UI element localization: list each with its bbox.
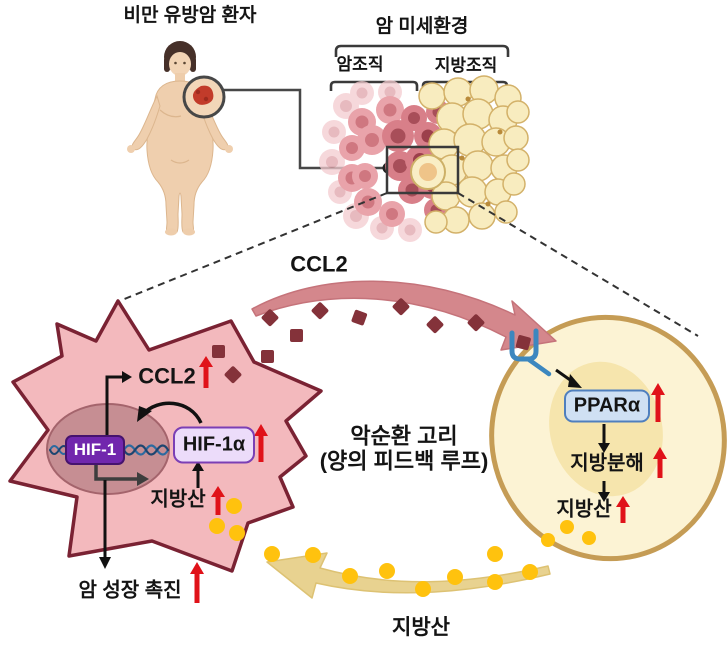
ccl2-transfer-label: CCL2 xyxy=(290,251,348,277)
fatty-acid-transfer-label: 지방산 xyxy=(392,615,450,639)
fatty-acid-transfer-arrow xyxy=(266,552,551,599)
vicious-cycle-label: 악순환 고리 (양의 피드백 루프) xyxy=(320,424,489,475)
vicious-cycle-line1: 악순환 고리 xyxy=(350,423,458,449)
increase-arrow-growth xyxy=(190,562,204,603)
tme-bracket-tumor xyxy=(329,80,419,91)
dashed-line-right xyxy=(457,192,699,337)
growth-down-arrow xyxy=(99,480,111,569)
increase-arrow-ppara xyxy=(651,383,665,422)
increase-arrow-fatty-adipo xyxy=(616,496,630,523)
increase-arrow-lipolysis xyxy=(653,447,667,478)
hif1-box: HIF-1 xyxy=(65,435,125,465)
adipose-cell-cluster xyxy=(410,75,530,234)
hif1a-to-nucleus-arrow xyxy=(137,401,203,424)
patient-title: 비만 유방암 환자 xyxy=(123,5,257,27)
vicious-cycle-line2: (양의 피드백 루프) xyxy=(319,449,489,474)
ccl2-receptor-icon xyxy=(509,328,552,377)
increase-arrow-hif1a xyxy=(254,424,268,462)
ppara-box: PPARα xyxy=(564,389,650,423)
lipolysis-down-arrow xyxy=(598,481,610,502)
ppara-down-arrow xyxy=(598,424,610,453)
hif1a-box: HIF-1α xyxy=(173,426,255,464)
increase-arrow-fatty-cell xyxy=(211,486,225,515)
patient-figure xyxy=(127,41,233,236)
receptor-signal-arrow xyxy=(555,368,582,388)
tumor-tissue-label: 암조직 xyxy=(336,55,384,75)
ccl2-cell-label: CCL2 xyxy=(138,363,196,389)
increase-arrows xyxy=(190,356,667,603)
magnifier xyxy=(182,75,226,119)
ccl2-diamonds xyxy=(212,298,485,384)
fatty-acid-dots xyxy=(209,498,596,597)
adipose-tissue-label: 지방조직 xyxy=(434,56,498,76)
tme-bracket-main xyxy=(334,44,510,57)
lipolysis-label: 지방분해 xyxy=(570,452,644,475)
tme-title: 암 미세환경 xyxy=(375,16,469,38)
tumor-growth-label: 암 성장 촉진 xyxy=(78,579,182,602)
ccl2-elbow-arrow xyxy=(105,371,132,440)
fatty-acid-cell-label: 지방산 xyxy=(150,488,206,511)
fatty-acid-adipo-label: 지방산 xyxy=(556,498,612,521)
fatty-acid-up-arrow xyxy=(192,461,204,488)
tumor-cell-cluster xyxy=(319,80,452,242)
tumor-cell-shape xyxy=(8,299,323,573)
increase-arrow-ccl2 xyxy=(199,356,213,388)
inspect-square xyxy=(385,145,460,195)
transcription-arrow-icon xyxy=(94,462,149,486)
